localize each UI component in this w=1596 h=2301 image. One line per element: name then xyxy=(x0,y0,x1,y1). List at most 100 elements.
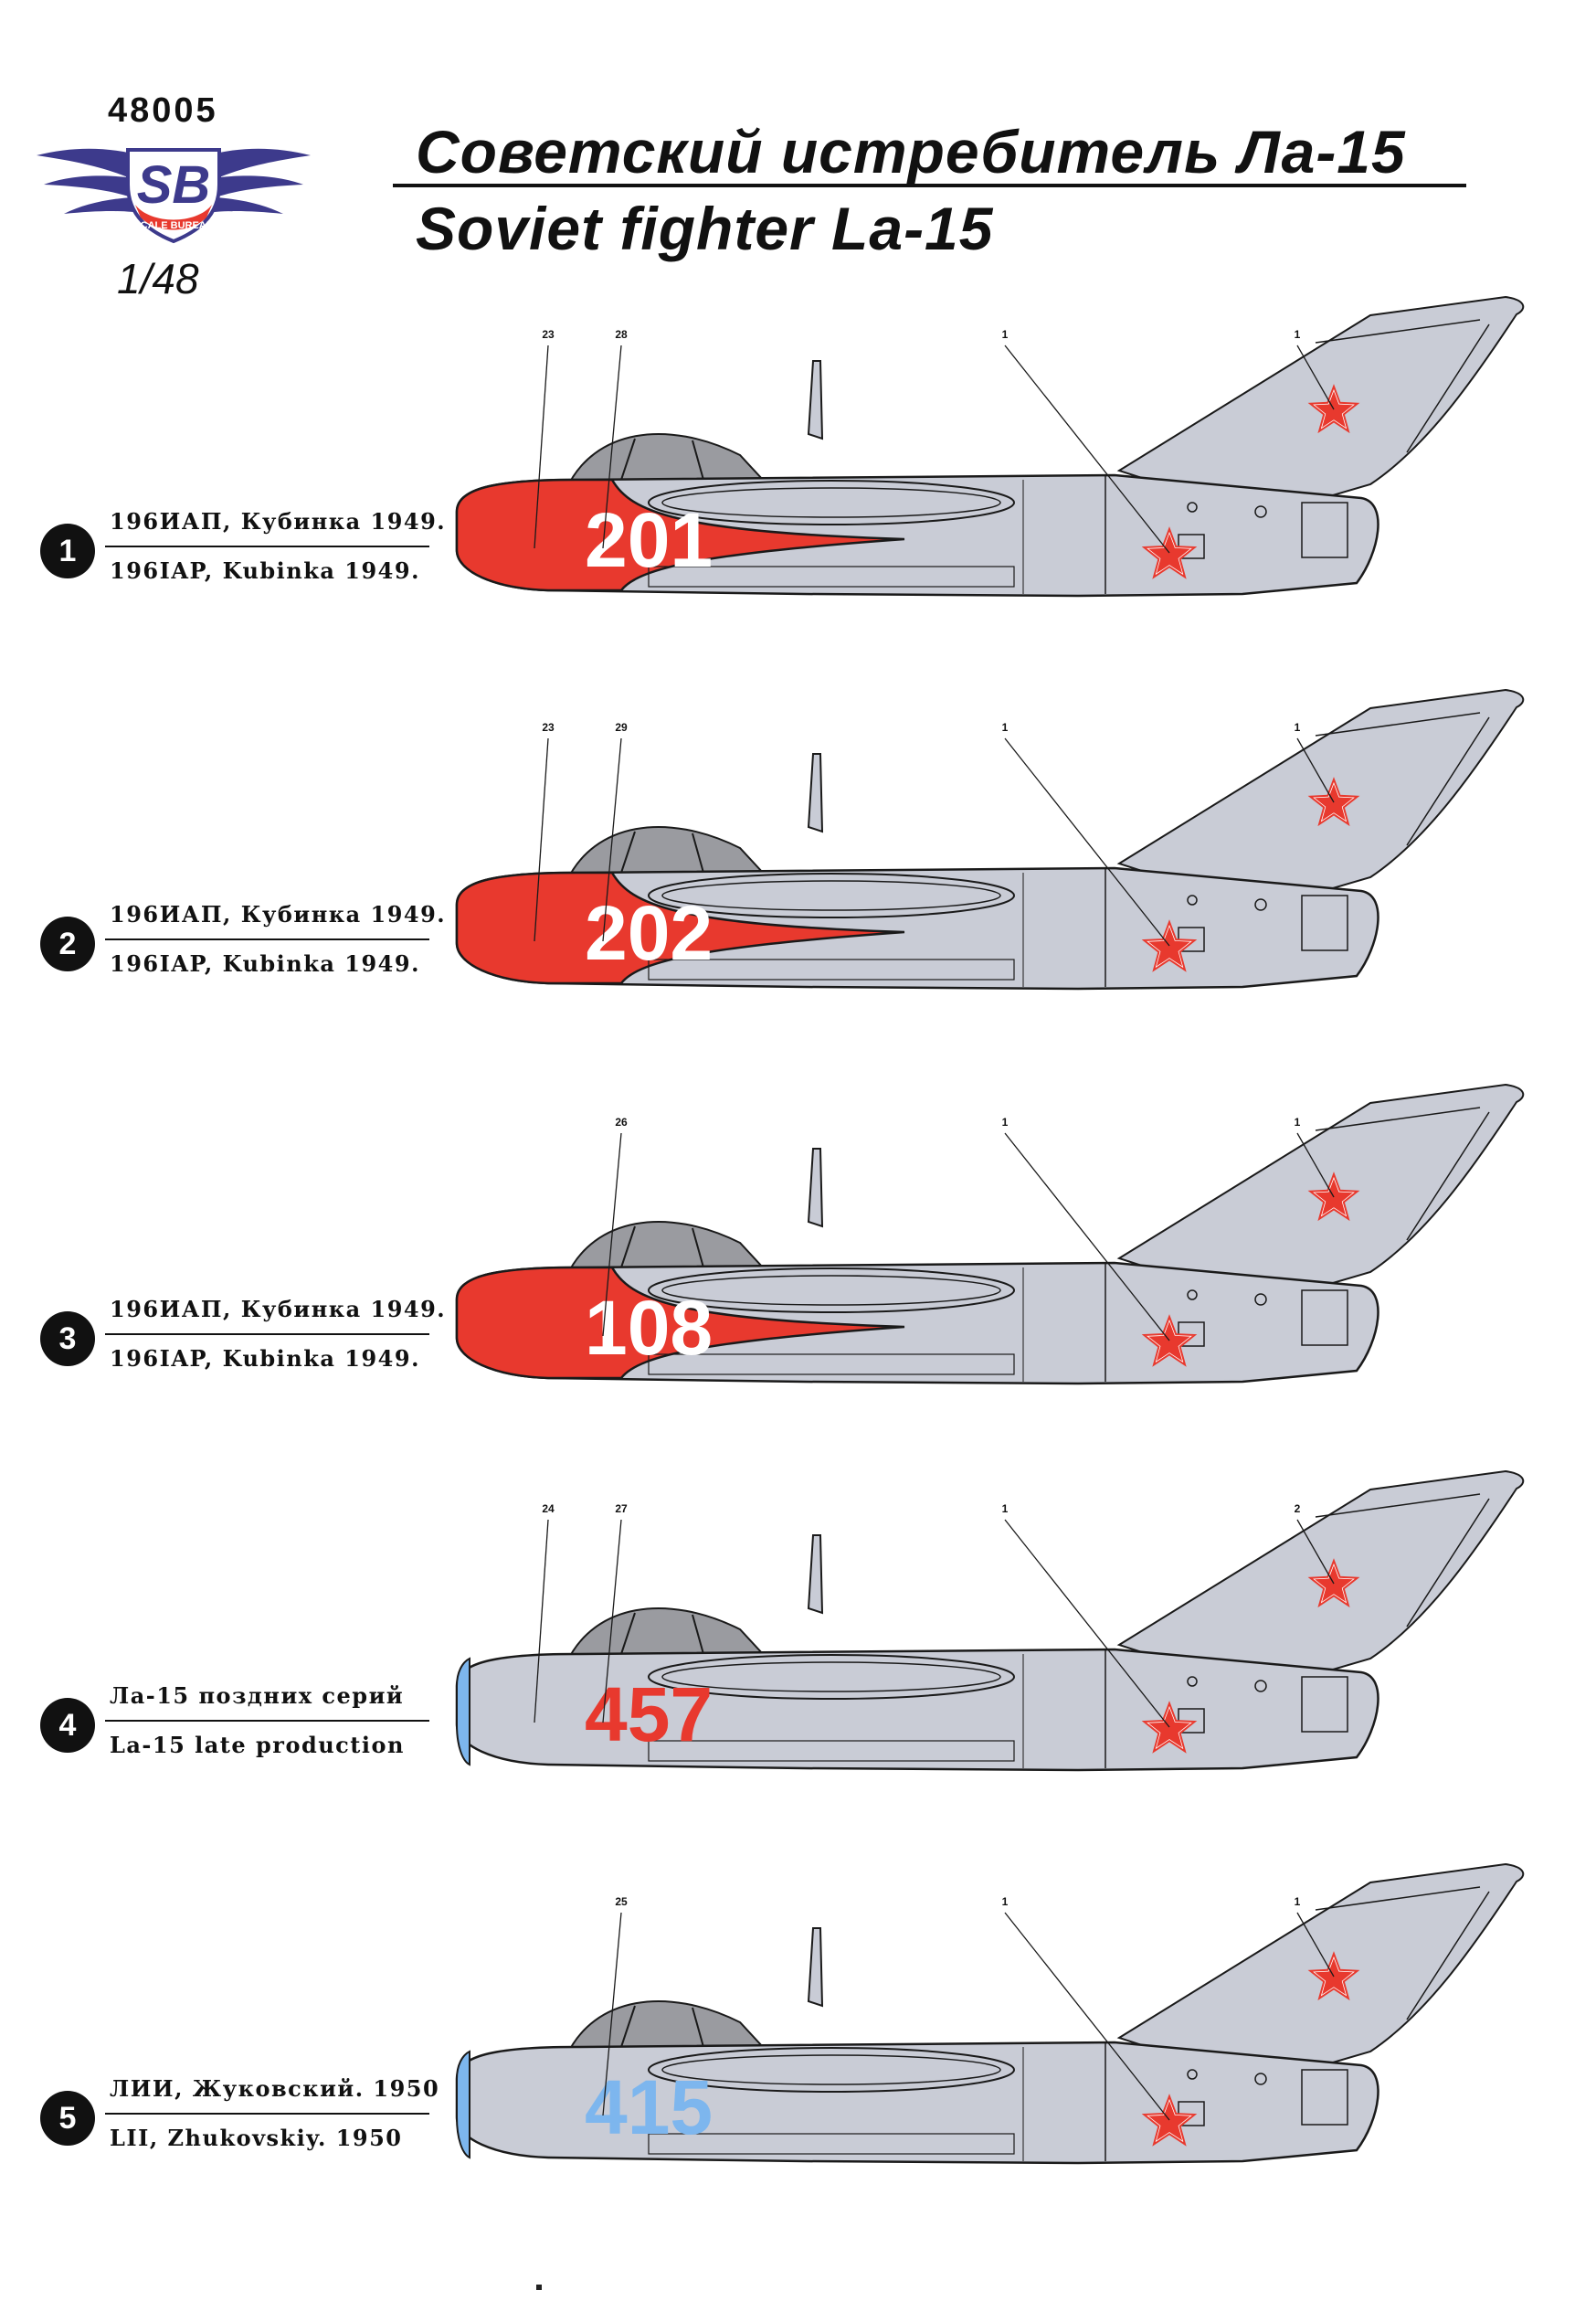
panel-oval xyxy=(648,873,1015,918)
variant-caption-en: 196IAP, Kubinka 1949. xyxy=(110,950,420,977)
fuselage-star xyxy=(1148,2101,1190,2141)
rivet xyxy=(1187,1289,1198,1300)
callout-leader xyxy=(1296,345,1335,410)
fuselage xyxy=(455,2041,1379,2165)
blue-nose-ring xyxy=(456,1657,470,1766)
canopy-frame xyxy=(620,438,636,481)
antenna-mast xyxy=(807,1148,824,1228)
red-nose-flash xyxy=(455,871,905,985)
callout-leader xyxy=(602,345,622,549)
variant-2: 2 196ИАП, Кубинка 1949. 196IAP, Kubinka … xyxy=(0,685,1596,1106)
antenna-mast xyxy=(807,1927,824,2008)
rudder-hinge xyxy=(1406,1111,1490,1241)
variant-number-badge: 5 xyxy=(40,2091,95,2146)
caption-divider xyxy=(105,1333,429,1335)
rudder-hinge xyxy=(1406,323,1490,453)
logo-text: SB xyxy=(137,155,211,215)
callout-label: 24 xyxy=(542,1502,555,1515)
exhaust-panel xyxy=(1301,2069,1348,2126)
callout-leader xyxy=(1296,1519,1335,1585)
callout-leader xyxy=(534,345,549,549)
exhaust-panel xyxy=(1301,895,1348,951)
winged-logo-icon: SB SCALE BUREAU xyxy=(37,148,311,244)
panel-oval-inner xyxy=(661,487,1001,518)
fuselage-star xyxy=(1148,1321,1190,1362)
exhaust-panel xyxy=(1301,1289,1348,1346)
variant-caption-en: 196IAP, Kubinka 1949. xyxy=(110,1345,420,1372)
blue-nose-ring xyxy=(456,2050,470,2159)
callout-leader xyxy=(1004,1519,1170,1728)
exhaust-panel xyxy=(1301,1676,1348,1733)
variant-number-badge: 1 xyxy=(40,524,95,578)
title-divider xyxy=(393,184,1466,187)
variant-caption-ru: 196ИАП, Кубинка 1949. xyxy=(110,508,447,535)
rivet xyxy=(1187,502,1198,513)
rudder-line xyxy=(1315,1107,1481,1131)
callout-leader xyxy=(602,1519,622,1723)
callout-label: 1 xyxy=(1295,1116,1301,1129)
exhaust-panel xyxy=(1301,502,1348,558)
callout-label: 1 xyxy=(1002,328,1009,341)
panel-oval xyxy=(648,2047,1015,2093)
rivet xyxy=(1187,895,1198,906)
callout-leader xyxy=(1296,1912,1335,1978)
logo-subtext: SCALE BUREAU xyxy=(133,220,213,231)
callout-leader xyxy=(602,1912,622,2116)
rivet xyxy=(1187,1676,1198,1687)
variant-number-badge: 3 xyxy=(40,1311,95,1366)
callout-label: 1 xyxy=(1295,328,1301,341)
caption-divider xyxy=(105,2113,429,2115)
variant-caption-en: La-15 late production xyxy=(110,1732,405,1758)
variant-caption-ru: Ла-15 поздних серий xyxy=(110,1682,405,1709)
canopy xyxy=(565,1220,766,1278)
variant-1: 1 196ИАП, Кубинка 1949. 196IAP, Kubinka … xyxy=(0,292,1596,713)
callout-label: 23 xyxy=(542,721,555,734)
fuselage xyxy=(455,1648,1379,1772)
antenna-mast xyxy=(807,753,824,833)
rudder-line xyxy=(1315,1886,1481,1911)
red-nose-flash xyxy=(455,478,905,592)
callout-leader xyxy=(1004,1912,1170,2121)
callout-label: 1 xyxy=(1002,1116,1009,1129)
fuselage-star xyxy=(1148,534,1190,574)
rudder-hinge xyxy=(1406,716,1490,846)
canopy-frame xyxy=(692,1227,704,1268)
canopy xyxy=(565,432,766,491)
lower-panel xyxy=(648,566,1015,588)
rivet xyxy=(1254,898,1267,911)
canopy-frame xyxy=(620,831,636,874)
rudder-hinge xyxy=(1406,1891,1490,2020)
callout-leader xyxy=(534,1519,549,1723)
product-code: 48005 xyxy=(108,91,218,130)
panel-oval-inner xyxy=(661,2054,1001,2085)
canopy-frame xyxy=(692,2007,704,2048)
panel-oval xyxy=(648,480,1015,525)
variant-number-badge: 4 xyxy=(40,1698,95,1753)
callout-leader xyxy=(1004,345,1170,554)
variant-3: 3 196ИАП, Кубинка 1949. 196IAP, Kubinka … xyxy=(0,1080,1596,1500)
variant-caption-en: 196IAP, Kubinka 1949. xyxy=(110,557,420,584)
canopy xyxy=(565,1999,766,2058)
callout-leader xyxy=(1296,737,1335,803)
canopy-frame xyxy=(692,832,704,874)
caption-divider xyxy=(105,938,429,940)
canopy-frame xyxy=(620,2005,636,2048)
rudder-line xyxy=(1315,1493,1481,1518)
scale-bureau-logo: SB SCALE BUREAU xyxy=(37,130,311,267)
panel-oval-inner xyxy=(661,1661,1001,1692)
panel-oval-inner xyxy=(661,880,1001,911)
antenna-mast xyxy=(807,360,824,440)
caption-divider xyxy=(105,546,429,547)
rivet xyxy=(1187,2069,1198,2080)
rivet xyxy=(1254,2073,1267,2085)
scale-label: 1/48 xyxy=(117,255,199,302)
